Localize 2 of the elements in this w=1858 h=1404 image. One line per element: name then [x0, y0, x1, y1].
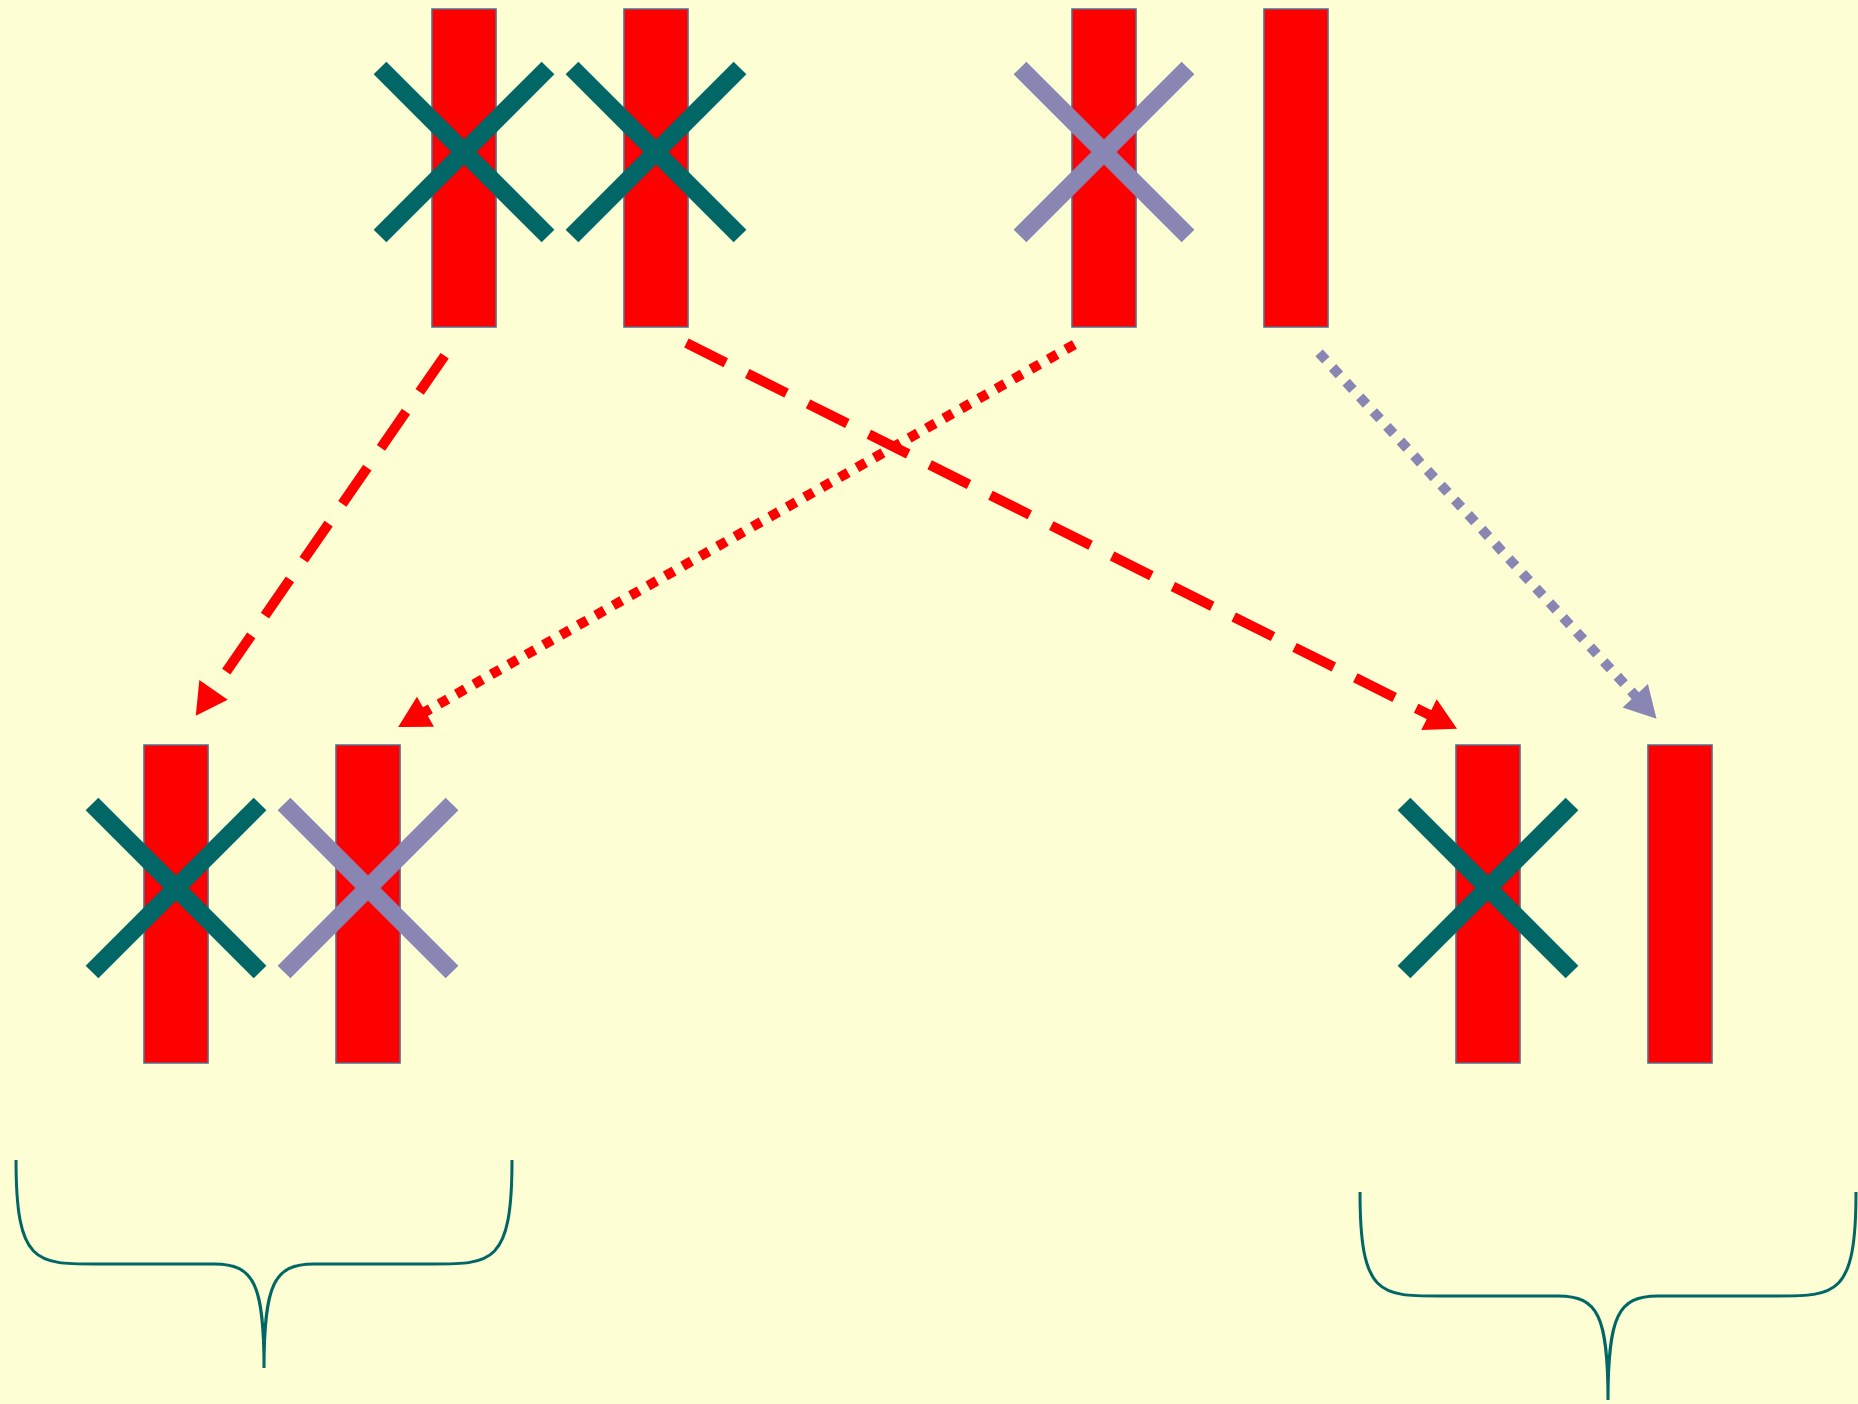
- chromosome-bar: [1647, 744, 1713, 1064]
- chromosome-bar: [1263, 8, 1329, 328]
